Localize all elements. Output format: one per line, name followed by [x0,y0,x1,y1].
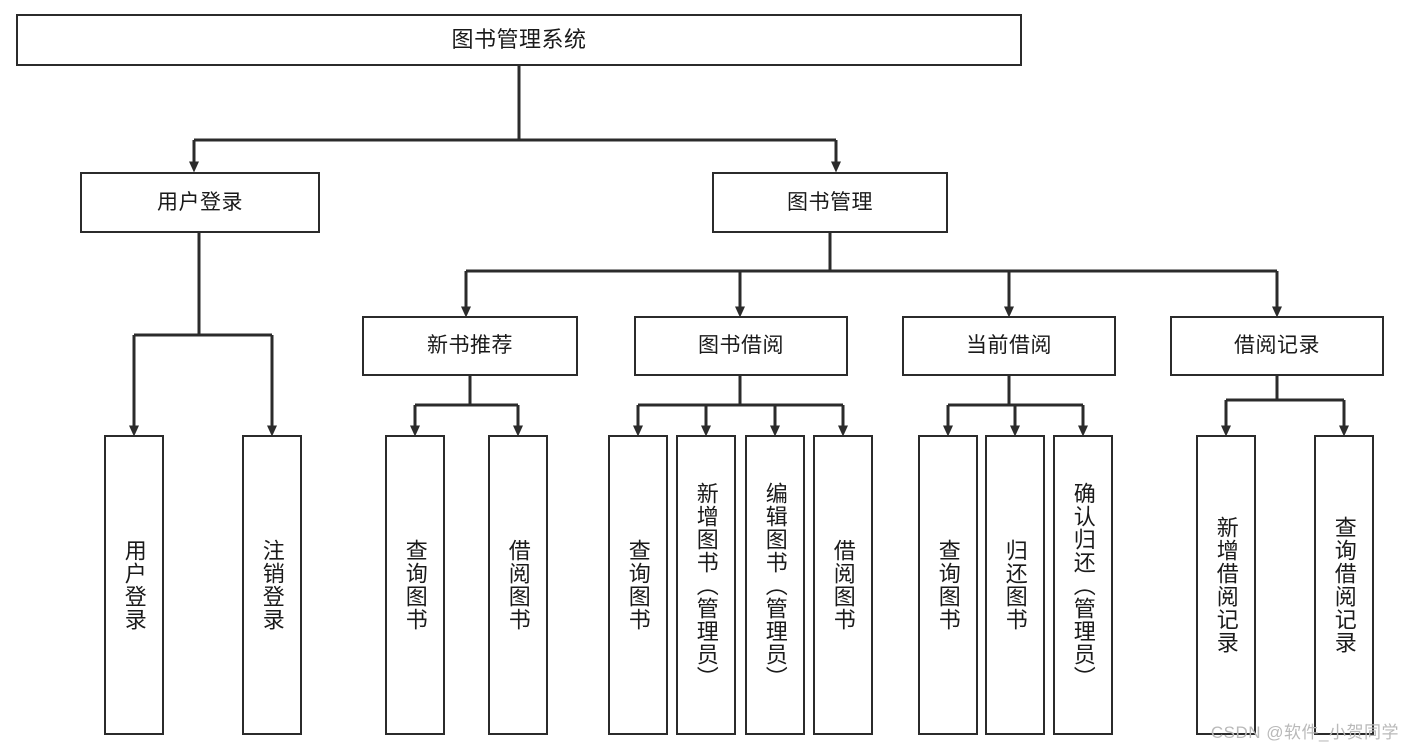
node-user-login-label: 用户登录 [157,190,243,214]
node-leaf-add-record[interactable]: 新增借阅记录 [1196,435,1256,735]
node-book-borrow-label: 图书借阅 [698,334,784,358]
node-leaf-add-book-label: 新增图书（管理员） [693,481,719,689]
node-leaf-add-book[interactable]: 新增图书（管理员） [676,435,736,735]
node-leaf-borrow-book-2-label: 借阅图书 [830,539,856,631]
node-book-management-label: 图书管理 [787,190,873,214]
node-borrow-record-label: 借阅记录 [1234,334,1320,358]
node-leaf-confirm-return-label: 确认归还（管理员） [1070,481,1096,689]
node-leaf-borrow-book-2[interactable]: 借阅图书 [813,435,873,735]
node-new-book-recommend-label: 新书推荐 [427,334,513,358]
node-leaf-query-book-3[interactable]: 查询图书 [918,435,978,735]
watermark-text: CSDN @软件_小贺同学 [1210,723,1399,742]
node-leaf-borrow-book-1[interactable]: 借阅图书 [488,435,548,735]
node-leaf-return-book-label: 归还图书 [1002,539,1028,631]
node-book-management[interactable]: 图书管理 [712,172,948,233]
node-leaf-query-record[interactable]: 查询借阅记录 [1314,435,1374,735]
node-new-book-recommend[interactable]: 新书推荐 [362,316,578,376]
node-leaf-add-record-label: 新增借阅记录 [1213,516,1239,654]
node-leaf-query-book-2-label: 查询图书 [625,539,651,631]
node-leaf-confirm-return[interactable]: 确认归还（管理员） [1053,435,1113,735]
node-leaf-edit-book-label: 编辑图书（管理员） [762,481,788,689]
node-current-borrow[interactable]: 当前借阅 [902,316,1116,376]
node-leaf-query-book-3-label: 查询图书 [935,539,961,631]
node-leaf-user-login-label: 用户登录 [121,539,147,631]
node-leaf-query-record-label: 查询借阅记录 [1331,516,1357,654]
node-leaf-query-book-2[interactable]: 查询图书 [608,435,668,735]
node-leaf-borrow-book-1-label: 借阅图书 [505,539,531,631]
node-leaf-return-book[interactable]: 归还图书 [985,435,1045,735]
node-leaf-logout-login-label: 注销登录 [259,539,285,631]
node-leaf-logout-login[interactable]: 注销登录 [242,435,302,735]
node-book-borrow[interactable]: 图书借阅 [634,316,848,376]
node-leaf-query-book-1[interactable]: 查询图书 [385,435,445,735]
node-leaf-query-book-1-label: 查询图书 [402,539,428,631]
node-leaf-user-login[interactable]: 用户登录 [104,435,164,735]
node-current-borrow-label: 当前借阅 [966,334,1052,358]
node-leaf-edit-book[interactable]: 编辑图书（管理员） [745,435,805,735]
node-root[interactable]: 图书管理系统 [16,14,1022,66]
node-borrow-record[interactable]: 借阅记录 [1170,316,1384,376]
node-user-login[interactable]: 用户登录 [80,172,320,233]
node-root-label: 图书管理系统 [451,26,587,52]
